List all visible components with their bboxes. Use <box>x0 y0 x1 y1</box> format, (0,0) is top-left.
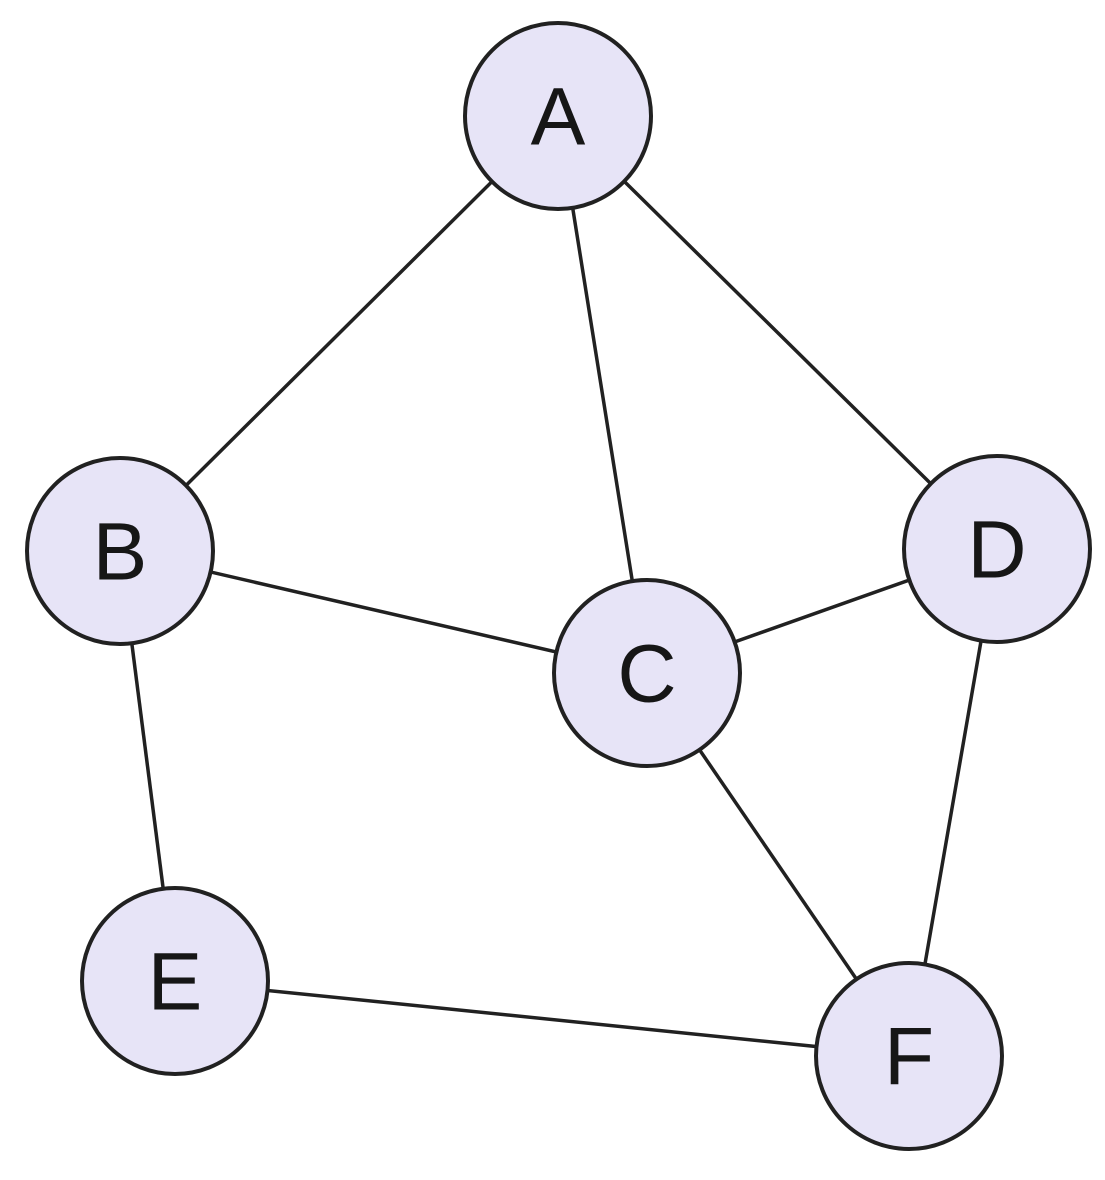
nodes-layer: A B C D E F <box>25 21 1092 1151</box>
node-F-label: F <box>884 1012 934 1103</box>
edge-A-B <box>118 114 560 553</box>
node-A-circle <box>463 21 653 211</box>
edge-A-D <box>556 114 999 551</box>
edge-E-F <box>174 979 910 1058</box>
node-B-circle <box>25 456 215 646</box>
node-A-label: A <box>531 72 586 163</box>
node-C: C <box>552 578 742 768</box>
node-D: D <box>902 454 1092 644</box>
node-D-label: D <box>967 505 1026 596</box>
node-F: F <box>814 961 1004 1151</box>
edges-layer <box>118 114 999 1058</box>
node-E: E <box>80 886 270 1076</box>
node-E-label: E <box>148 937 203 1028</box>
node-C-circle <box>552 578 742 768</box>
node-B-label: B <box>93 507 148 598</box>
node-C-label: C <box>617 629 676 720</box>
node-F-circle <box>814 961 1004 1151</box>
node-A: A <box>463 21 653 211</box>
node-B: B <box>25 456 215 646</box>
node-D-circle <box>902 454 1092 644</box>
node-E-circle <box>80 886 270 1076</box>
